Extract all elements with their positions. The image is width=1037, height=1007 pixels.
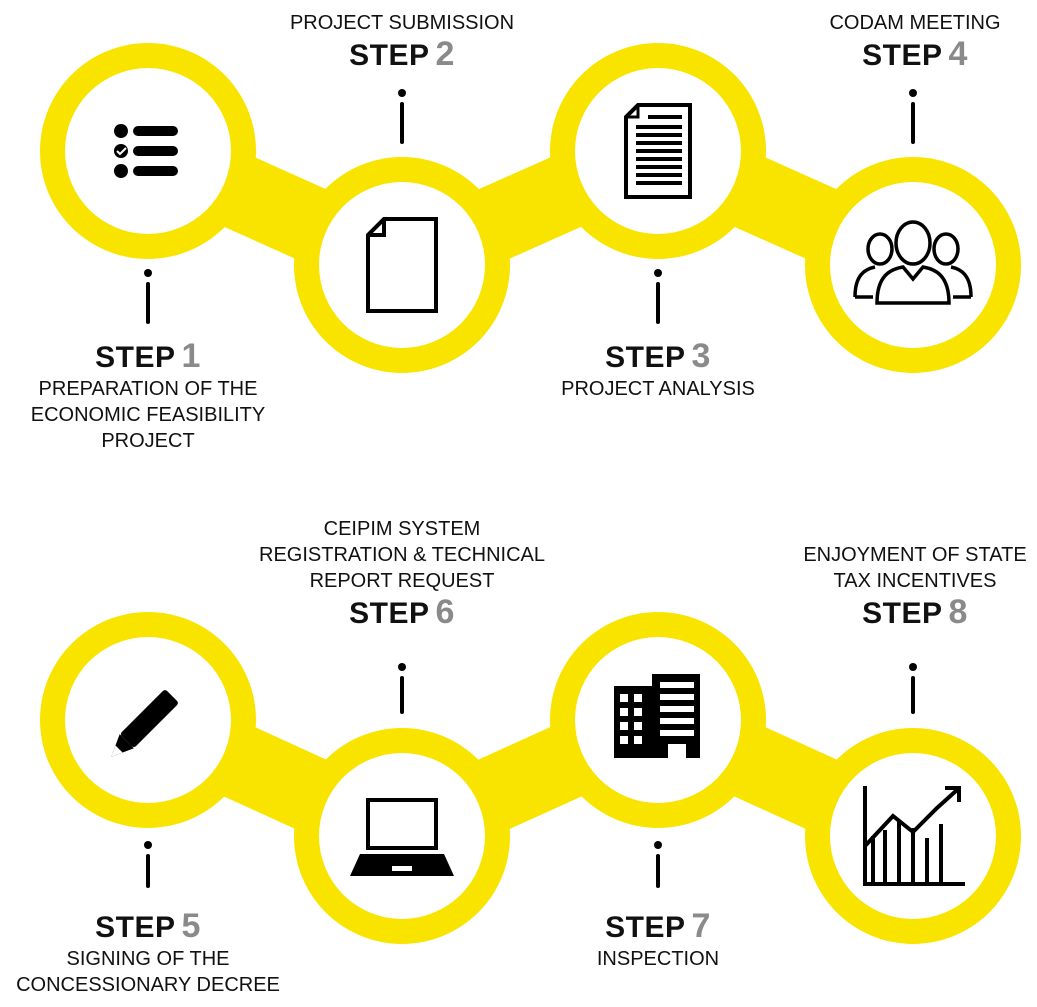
step-6-description-line: CEIPIM SYSTEM (323, 518, 481, 540)
pencil-icon (111, 690, 178, 757)
row-1-connector-band (132, 116, 929, 300)
step-6-description-line: REPORT REQUEST (309, 570, 495, 592)
connector-dot (654, 841, 662, 849)
connector-dot (144, 269, 152, 277)
connector-dot (654, 269, 662, 277)
step-2-description-line: PROJECT SUBMISSION (289, 12, 515, 34)
step-5-description-line: CONCESSIONARY DECREE (16, 974, 280, 996)
text-document-icon (624, 103, 692, 199)
growth-chart-icon (863, 786, 965, 886)
step-1-description-line: ECONOMIC FEASIBILITY (30, 404, 266, 426)
step-1-description-line: PREPARATION OF THE (38, 378, 258, 400)
step-7-description-line: INSPECTION (596, 948, 720, 970)
buildings-icon (614, 674, 700, 758)
laptop-icon (350, 798, 454, 876)
blank-document-icon (366, 217, 438, 313)
checklist-icon (114, 124, 178, 178)
step-8-description-line: TAX INCENTIVES (833, 570, 997, 592)
connector-dot (398, 663, 406, 671)
step-1-description-line: PROJECT (101, 430, 195, 452)
step-8-description-line: ENJOYMENT OF STATE (803, 544, 1027, 566)
step-6-description-line: REGISTRATION & TECHNICAL (259, 544, 545, 566)
step-6-label: CEIPIM SYSTEM REGISTRATION & TECHNICAL R… (232, 516, 572, 632)
connector-dot (144, 841, 152, 849)
connector-dashes (144, 89, 917, 888)
row-2-connector-band (132, 685, 929, 871)
connector-dot (909, 663, 917, 671)
step-3-description-line: PROJECT ANALYSIS (561, 378, 755, 400)
connector-dot (398, 89, 406, 97)
connector-dot (909, 89, 917, 97)
step-4-description-line: CODAM MEETING (829, 12, 1001, 34)
step-5-description-line: SIGNING OF THE (66, 948, 230, 970)
people-group-icon (853, 220, 973, 305)
row-1-rings (40, 43, 1021, 373)
